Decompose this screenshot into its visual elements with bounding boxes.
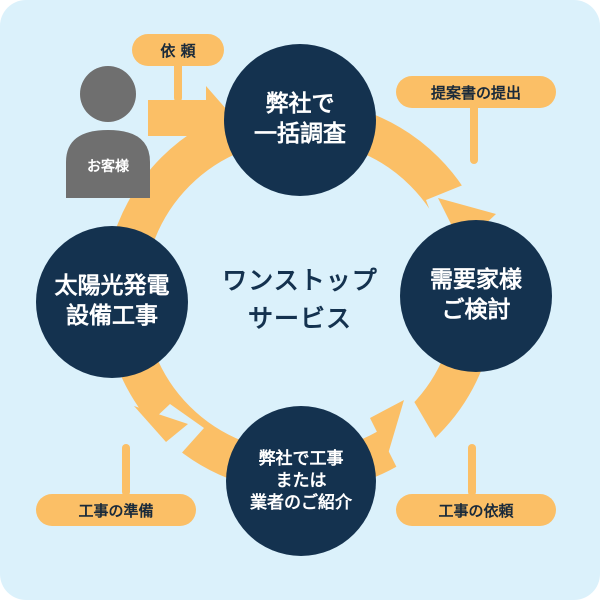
center-title-line2: サービス	[247, 303, 352, 333]
node-construction: 弊社で工事 または 業者のご紹介	[226, 406, 376, 556]
arrow-bottom-right-icon	[370, 400, 404, 454]
node-survey-line1: 弊社で	[265, 91, 335, 118]
node-solar: 太陽光発電 設備工事	[36, 226, 188, 378]
customer-arrow	[148, 86, 234, 150]
node-review: 需要家様 ご検討	[400, 220, 552, 372]
label-proposal: 提案書の提出	[396, 76, 556, 108]
person-icon	[66, 66, 150, 198]
arrow-bottom-left-icon	[134, 406, 188, 442]
node-review-line2: ご検討	[441, 297, 511, 323]
node-construction-line3: 業者のご紹介	[250, 493, 352, 514]
customer-label: お客様	[87, 159, 129, 175]
label-construction-prep: 工事の準備	[36, 494, 196, 526]
node-construction-line1: 弊社で工事	[258, 448, 344, 469]
label-request: 依 頼	[132, 34, 224, 66]
label-construction-request: 工事の依頼	[396, 494, 556, 526]
node-review-line1: 需要家様	[430, 267, 522, 294]
node-solar-line1: 太陽光発電	[54, 273, 170, 300]
center-title: ワンストップ サービス	[190, 262, 410, 337]
node-survey-line2: 一括調査	[254, 121, 346, 147]
center-title-line1: ワンストップ	[222, 266, 378, 295]
node-solar-line2: 設備工事	[66, 303, 158, 329]
node-survey: 弊社で 一括調査	[224, 44, 376, 196]
node-construction-line2: または	[275, 470, 327, 491]
